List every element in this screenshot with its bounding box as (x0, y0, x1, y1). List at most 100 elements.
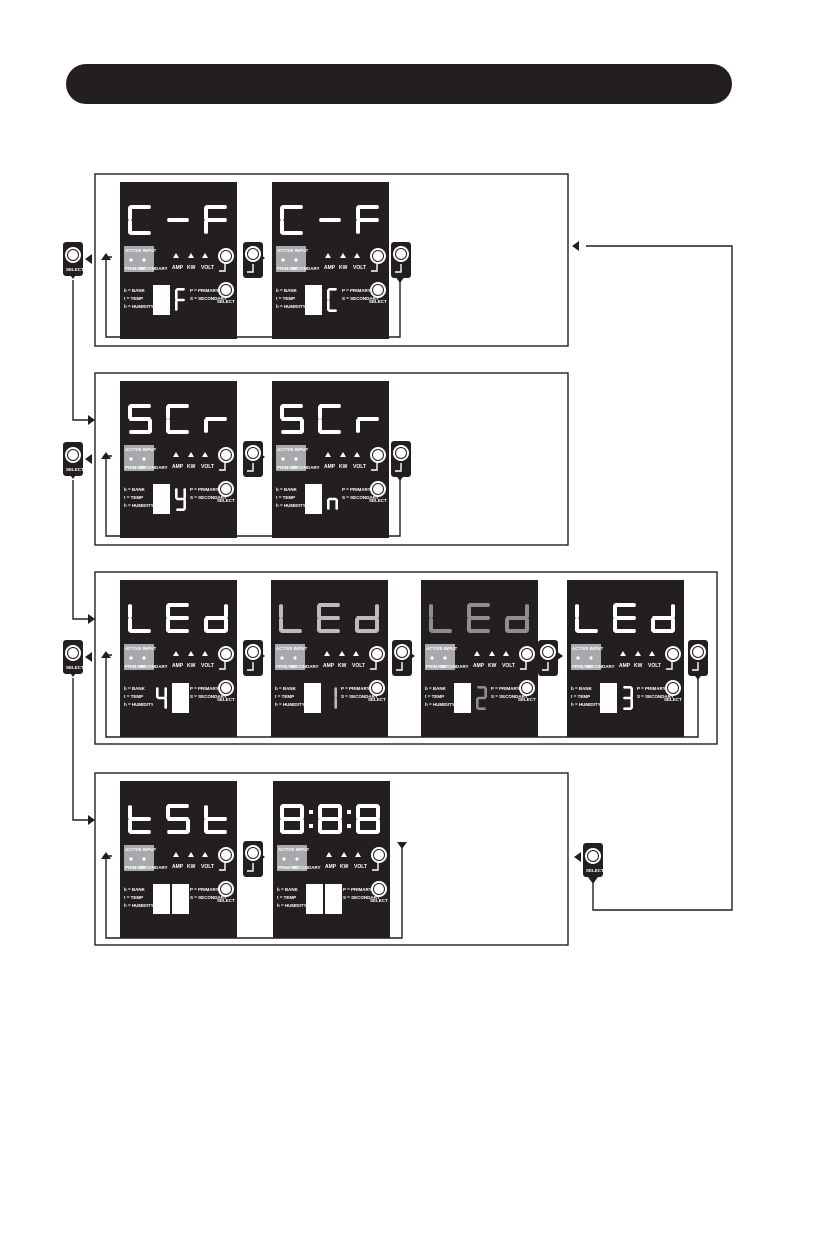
led-indicator (503, 651, 509, 656)
section-frame-3 (94, 571, 718, 745)
enter-button-face (373, 251, 383, 261)
small-digit-window (454, 683, 471, 713)
led-indicator (325, 253, 331, 258)
segment-g (176, 497, 185, 501)
arrow-up (101, 651, 111, 658)
small-digit-window (172, 884, 189, 914)
meter-label: VOLT (353, 265, 366, 271)
active-input-box (425, 644, 455, 670)
segment-b (484, 687, 487, 698)
enter-button-face (221, 850, 231, 860)
meter-label: VOLT (201, 864, 214, 870)
legend-humidity: h = HUMIDITY (571, 702, 601, 707)
small-digit-window (306, 884, 323, 914)
segment-e (429, 618, 433, 632)
segment-d (477, 707, 486, 710)
led-indicator (202, 452, 208, 457)
secondary-led (589, 656, 593, 660)
segment-g (652, 616, 674, 620)
enter-side-button (391, 242, 411, 278)
legend-secondary: S = SECONDARY (343, 895, 380, 900)
legend-secondary: S = SECONDARY (341, 694, 378, 699)
segment-f (279, 604, 283, 618)
section-frame-1 (94, 173, 569, 347)
secondary-label: SECONDARY (290, 664, 319, 669)
active-input-box (275, 644, 305, 670)
segment-f (613, 604, 617, 618)
small-digit-window (304, 683, 321, 713)
legend-bank: b = BANK (276, 487, 298, 492)
legend-secondary: S = SECONDARY (190, 895, 227, 900)
legend-temp: t = TEMP (275, 694, 294, 699)
meter-label: AMP (324, 265, 336, 271)
segment-a (614, 603, 636, 607)
segment-e (128, 220, 132, 234)
select-side-button-circle-face (68, 648, 78, 658)
legend-temp: t = TEMP (124, 694, 143, 699)
legend-temp: t = TEMP (425, 694, 444, 699)
led-indicator (173, 452, 179, 457)
select-side-button: SELECT (63, 442, 84, 476)
enter-icon (395, 463, 402, 472)
select-label: SELECT (664, 697, 682, 702)
segment-g (319, 218, 341, 222)
secondary-led (295, 857, 299, 861)
enter-side-button-circle-face (543, 647, 553, 657)
secondary-led (142, 857, 146, 861)
enter-icon (371, 462, 378, 471)
active-input-label: ACTIVE INPUT (276, 646, 308, 651)
legend-bank: b = BANK (571, 686, 593, 691)
legend-humidity: h = HUMIDITY (276, 304, 306, 309)
enter-button-face (221, 450, 231, 460)
segment-c (183, 499, 186, 510)
segment-g (477, 696, 486, 700)
enter-icon (542, 662, 549, 671)
segment-a (281, 205, 303, 209)
segment-d (506, 629, 528, 633)
enter-side-button (243, 441, 263, 477)
flow-line (72, 678, 88, 821)
segment-g (205, 616, 227, 620)
segment-g (129, 417, 151, 421)
segment-d (167, 629, 189, 633)
primary-led (281, 258, 285, 262)
segment-a (176, 288, 185, 291)
segment-d (129, 430, 151, 434)
meter-label: VOLT (353, 464, 366, 470)
select-label: SELECT (217, 498, 235, 503)
segment-g (468, 616, 490, 620)
enter-icon (370, 661, 377, 670)
segment-d (205, 830, 227, 834)
segment-b (319, 888, 322, 898)
small-digit-window (153, 884, 170, 914)
segment-f (317, 604, 321, 618)
segment-e (280, 819, 284, 833)
segment-c (186, 819, 190, 833)
legend-humidity: h = HUMIDITY (425, 702, 455, 707)
select-button-face (221, 683, 231, 693)
small-digit-window (172, 683, 189, 713)
segment-g (176, 298, 185, 302)
segment-g (316, 896, 321, 900)
legend-primary: P = PRIMARY (342, 487, 371, 492)
segment-c (335, 499, 338, 510)
primary-label: PRIMARY (125, 865, 146, 870)
meter-label: KW (339, 265, 348, 271)
primary-led (282, 857, 286, 861)
legend-bank: b = BANK (277, 887, 299, 892)
segment-g (357, 218, 379, 222)
segment-e (355, 618, 359, 632)
select-side-button-label: SELECT (66, 267, 84, 272)
legend-primary: P = PRIMARY (190, 887, 219, 892)
enter-icon (219, 661, 226, 670)
enter-side-button (391, 441, 411, 477)
segment-g (506, 616, 528, 620)
segment-c (224, 618, 228, 632)
active-input-label: ACTIVE INPUT (278, 847, 310, 852)
segment-g (357, 417, 379, 421)
segment-d (167, 830, 189, 834)
segment-e (175, 300, 178, 311)
arrow-right (88, 815, 95, 825)
segment-b (671, 604, 675, 618)
